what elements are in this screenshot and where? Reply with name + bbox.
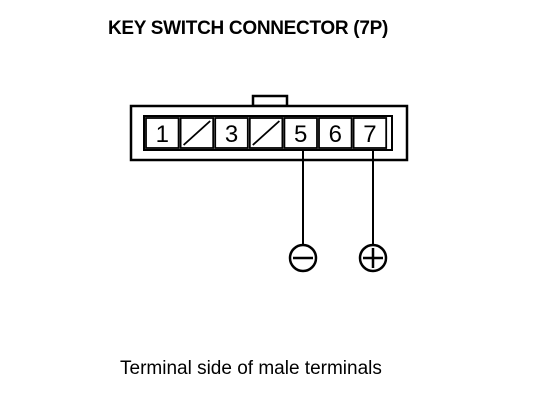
pin-number: 5	[294, 121, 307, 148]
empty-cavity-slash	[252, 120, 281, 146]
pin-number: 3	[225, 121, 238, 148]
minus-circle-icon	[288, 243, 318, 273]
connector-lock-tab	[251, 94, 289, 108]
diagram-caption: Terminal side of male terminals	[120, 358, 382, 379]
pin-number: 7	[363, 121, 376, 148]
pin-number: 6	[329, 121, 342, 148]
pin-cell-6: 6	[318, 117, 353, 149]
pin-cell-3: 3	[214, 117, 249, 149]
pin-cell-empty	[248, 117, 284, 149]
pin-cell-7: 7	[352, 117, 388, 149]
pin-cell-5: 5	[283, 117, 318, 149]
pin-cell-1: 1	[145, 117, 180, 149]
empty-cavity-slash	[182, 120, 211, 146]
diagram-title: KEY SWITCH CONNECTOR (7P)	[108, 18, 388, 39]
pin-number: 1	[156, 121, 169, 148]
plus-circle-icon	[358, 243, 388, 273]
pin-cell-empty	[179, 117, 215, 149]
